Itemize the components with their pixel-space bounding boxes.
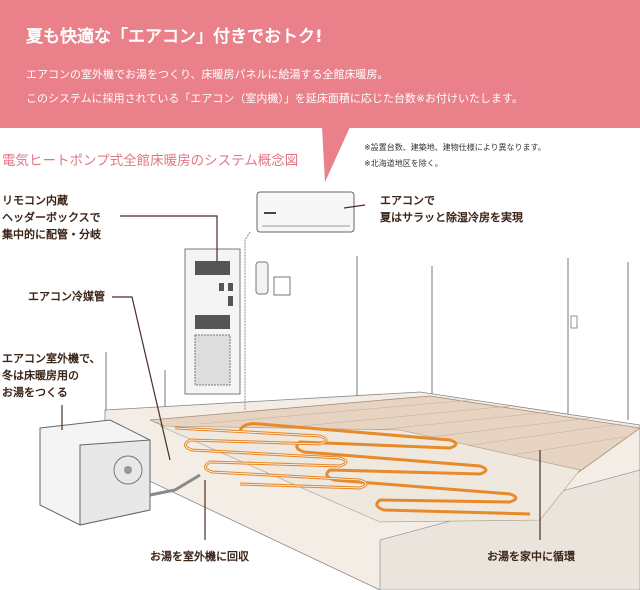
label-line: エアコンで xyxy=(380,194,435,207)
label-line: 集中的に配管・分岐 xyxy=(2,228,101,241)
aircon-outdoor-unit-icon xyxy=(39,419,151,526)
label-refrigerant-pipe: エアコン冷媒管 xyxy=(28,290,105,303)
remote-control-icon xyxy=(255,261,269,295)
header-banner xyxy=(0,0,640,128)
label-hot-water-return: お湯を室外機に回収 xyxy=(150,550,249,563)
label-aircon: エアコンで 夏はサラッと除湿冷房を実現 xyxy=(380,192,523,226)
label-line: リモコン内蔵 xyxy=(2,194,68,207)
label-line: 冬は床暖房用の xyxy=(2,369,79,382)
door-handle-icon xyxy=(570,315,578,329)
label-outdoor-unit: エアコン室外機で、 冬は床暖房用の お湯をつくる xyxy=(2,350,101,401)
label-header-box: リモコン内蔵 ヘッダーボックスで 集中的に配管・分岐 xyxy=(2,192,101,243)
footnote: ※設置台数、建築地、建物仕様により異なります。 xyxy=(364,143,546,152)
label-line: ヘッダーボックスで xyxy=(2,211,101,224)
aircon-indoor-unit-icon xyxy=(256,191,355,233)
description-line-1: エアコンの室外機でお湯をつくり、床暖房パネルに給湯する全館床暖房。 xyxy=(26,68,389,81)
header-box-icon xyxy=(184,248,241,395)
diagram-title: 電気ヒートポンプ式全館床暖房のシステム概念図 xyxy=(2,153,299,169)
controller-panel-icon xyxy=(273,276,291,296)
label-line: 夏はサラッと除湿冷房を実現 xyxy=(380,211,523,224)
label-hot-water-circulate: お湯を家中に循環 xyxy=(487,550,575,563)
footnote: ※北海道地区を除く。 xyxy=(364,159,443,168)
headline: 夏も快適な「エアコン」付きでおトク! xyxy=(26,27,323,47)
description-line-2: このシステムに採用されている「エアコン（室内機）」を延床面積に応じた台数※お付け… xyxy=(26,92,523,105)
label-line: エアコン室外機で、 xyxy=(2,352,101,365)
label-line: お湯をつくる xyxy=(2,386,68,399)
